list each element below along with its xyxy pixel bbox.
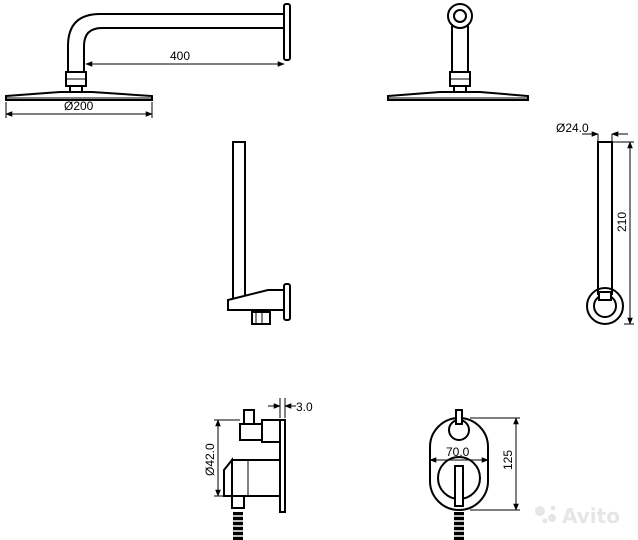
rail-height-label: 210 — [615, 212, 629, 232]
arm-length-dimension: 400 — [85, 49, 285, 67]
head-diameter-label: Ø200 — [64, 99, 94, 113]
avito-watermark: Avito — [535, 504, 620, 528]
mixer-front-view — [429, 409, 489, 540]
slide-rail-side-view — [227, 141, 291, 325]
plate-gap-label: 3.0 — [296, 400, 313, 414]
shower-arm-side-view — [5, 3, 291, 101]
slide-rail-front-view — [586, 141, 624, 325]
rail-height-dimension: 210 — [612, 141, 634, 325]
plate-width-dimension: 70.0 — [429, 445, 489, 466]
rail-diameter-dimension: Ø24.0 — [556, 121, 628, 142]
avito-logo-icon — [535, 506, 545, 516]
plate-gap-dimension: 3.0 — [268, 398, 313, 418]
mixer-side-view — [223, 409, 286, 540]
handle-diameter-dimension: Ø42.0 — [203, 419, 240, 497]
handle-diameter-label: Ø42.0 — [203, 443, 217, 476]
plate-width-label: 70.0 — [446, 445, 470, 459]
head-diameter-dimension: Ø200 — [5, 99, 153, 118]
shower-arm-front-view — [387, 3, 529, 101]
watermark-text: Avito — [562, 504, 620, 528]
rail-diameter-label: Ø24.0 — [556, 121, 589, 135]
plate-height-dimension: 125 — [470, 417, 520, 511]
arm-length-label: 400 — [170, 49, 190, 63]
plate-height-label: 125 — [501, 450, 515, 470]
